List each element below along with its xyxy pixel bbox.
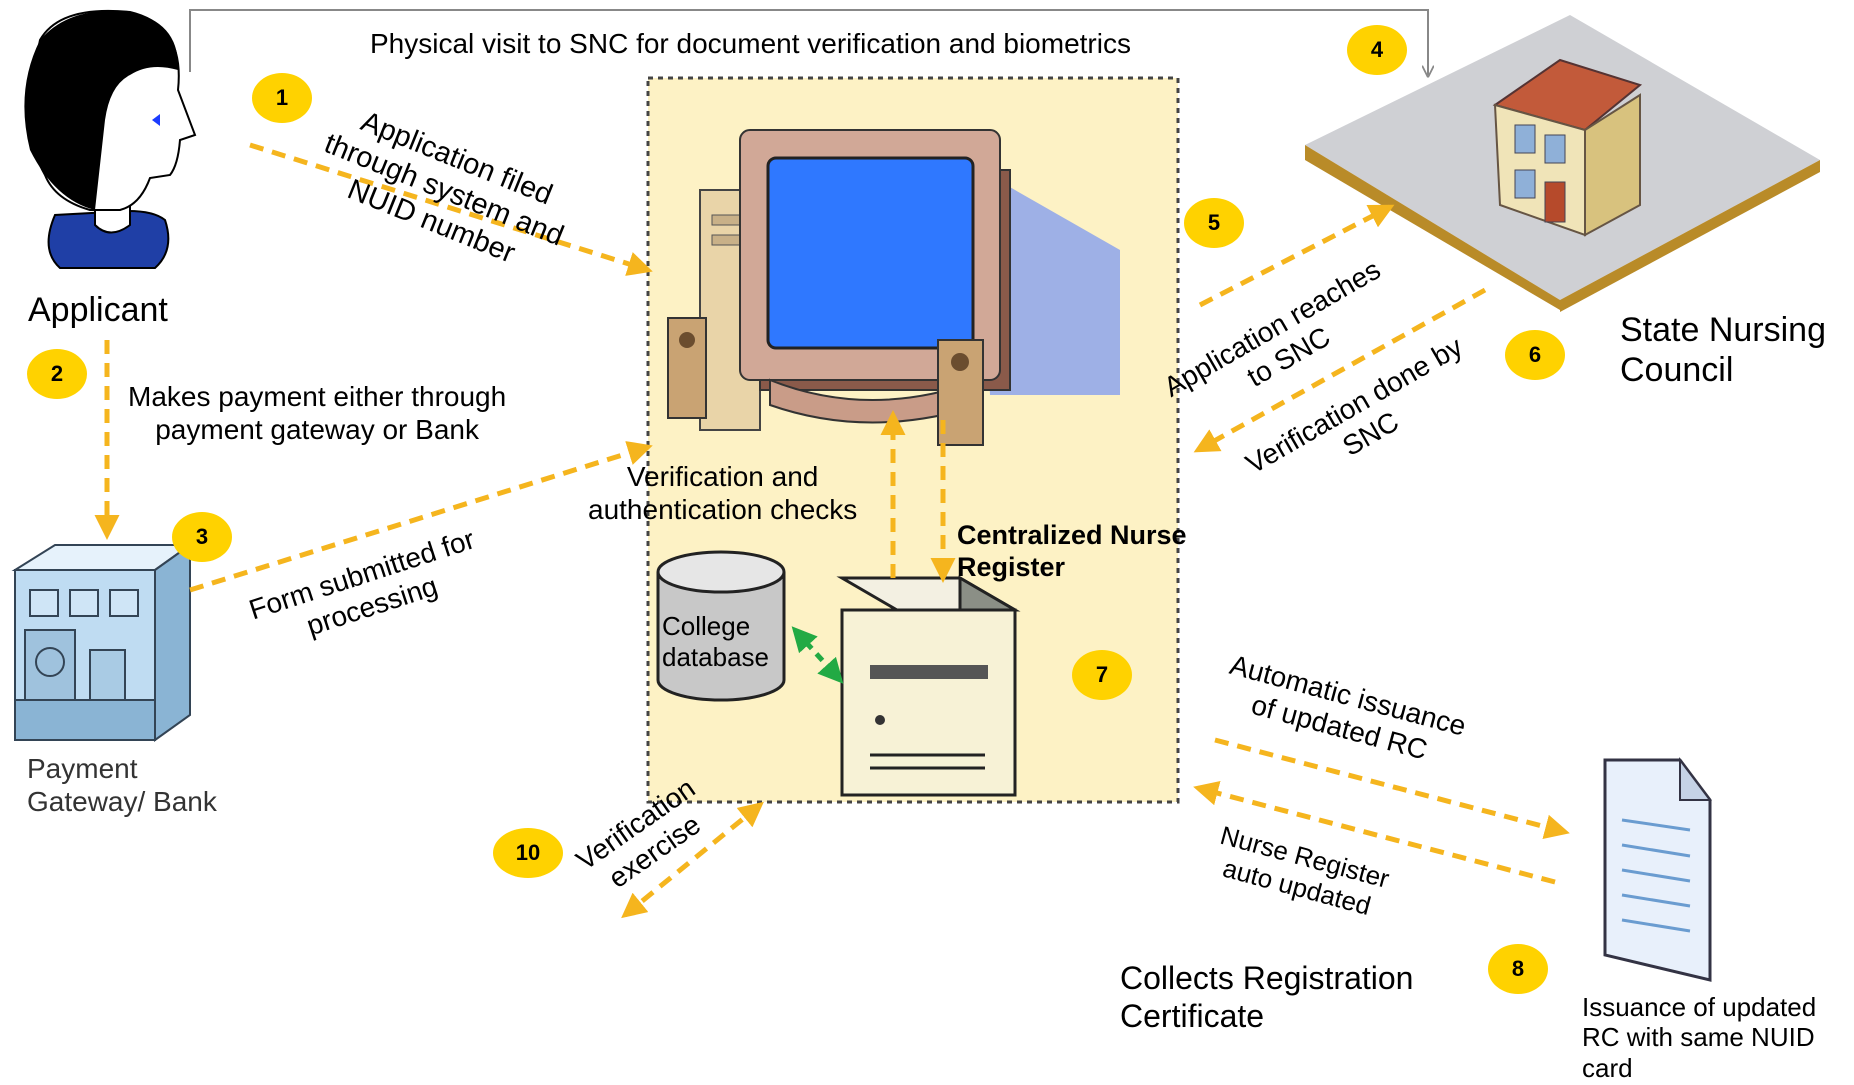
server-icon: [836, 575, 1021, 797]
collects-rc-label: Collects Registration Certificate: [1120, 960, 1414, 1034]
step-badge-5: 5: [1184, 198, 1244, 248]
payment-label: Makes payment either through payment gat…: [128, 381, 507, 446]
arrow-to-snc: [1198, 204, 1395, 308]
council-building-icon: [1305, 15, 1820, 312]
applicant-figure: [24, 9, 197, 269]
arrow-college-link: [791, 626, 844, 684]
step-badge-6: 6: [1505, 330, 1565, 380]
visit-connector: [189, 9, 1428, 75]
step-badge-10: 10: [493, 828, 563, 878]
central-register-label: Centralized Nurse Register: [957, 520, 1187, 582]
payment-gateway-label: Payment Gateway/ Bank: [27, 753, 217, 818]
arrow-verification-exercise: [621, 801, 764, 919]
arrow-from-snc: [1193, 287, 1487, 453]
step-badge-4: 4: [1347, 25, 1407, 75]
arrow-register-updated: [1193, 781, 1556, 885]
bank-building-icon: [11, 543, 194, 742]
step-badge-8: 8: [1488, 944, 1548, 994]
arrow-application-filed: [249, 142, 653, 276]
computer-icon: [667, 129, 1120, 446]
visit-label: Physical visit to SNC for document verif…: [370, 28, 1131, 59]
database-icon: [656, 550, 786, 702]
snc-label: State Nursing Council: [1620, 311, 1826, 390]
applicant-label: Applicant: [28, 291, 168, 329]
step-badge-2: 2: [27, 349, 87, 399]
step-badge-3: 3: [172, 512, 232, 562]
certificate-icon: [1603, 757, 1712, 982]
verification-checks-label: Verification and authentication checks: [588, 461, 858, 526]
arrow-form-submitted: [189, 441, 653, 593]
arrow-auto-issuance: [1214, 737, 1570, 840]
system-panel-border: [646, 76, 1180, 804]
issuance-rc-label: Issuance of updated RC with same NUID ca…: [1582, 992, 1817, 1083]
step-badge-7: 7: [1072, 650, 1132, 700]
step-badge-1: 1: [252, 73, 312, 123]
college-db-label: College database: [662, 611, 769, 672]
